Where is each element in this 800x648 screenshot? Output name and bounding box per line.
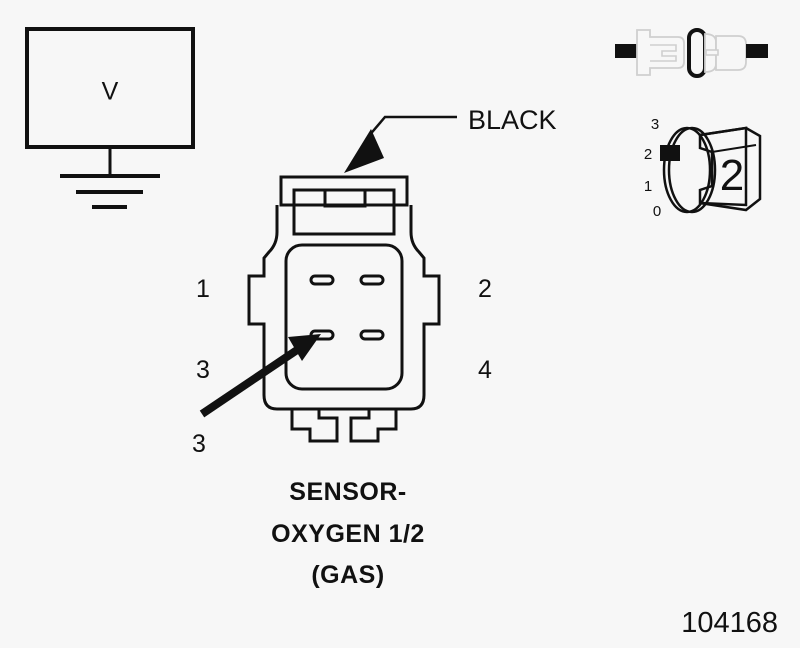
right-wing-notch: [424, 274, 441, 326]
pin-label-2: 2: [478, 275, 492, 303]
probe-callout-label: 3: [192, 430, 206, 458]
right-connector-slot: [705, 49, 719, 56]
voltmeter-symbol: V: [25, 27, 195, 209]
size-block-notch-top: [699, 144, 757, 154]
connector-size-indicator: 3 2 1 0 2: [644, 116, 762, 220]
connector-housing-outline: [247, 205, 441, 411]
probe-callout-arrow: 3: [192, 334, 321, 458]
right-terminal-stub: [746, 44, 768, 58]
size-block-notch-bottom: [699, 185, 713, 191]
right-connector-half: [715, 35, 747, 71]
size-scale-marker: [660, 145, 680, 161]
pin-label-4: 4: [478, 356, 492, 384]
bottom-foot-right: [349, 409, 398, 443]
title-line-2: OXYGEN 1/2: [271, 520, 425, 548]
pin-number-labels: 1 2 3 4: [196, 275, 492, 384]
black-callout-arrowhead: [344, 129, 384, 173]
black-wire-callout: BLACK: [344, 105, 557, 173]
scale-label-2: 2: [644, 146, 652, 163]
cavity-1: [309, 274, 335, 286]
size-block-edge: [699, 126, 748, 207]
left-wing-notch: [247, 274, 264, 326]
scale-label-0: 0: [653, 203, 661, 220]
size-ring-inner: [667, 126, 717, 214]
latch-inner-box: [292, 188, 396, 236]
left-terminal-stub: [615, 44, 637, 58]
connector-seal-ring: [687, 28, 707, 78]
title-line-1: SENSOR-: [289, 478, 406, 506]
connector-face-view: [247, 175, 441, 443]
latch-tab: [323, 188, 367, 208]
probe-arrow-head: [288, 334, 321, 361]
bottom-foot-left: [290, 409, 339, 443]
connector-inner-cavity: [284, 243, 404, 391]
cavity-2: [359, 274, 385, 286]
scale-label-1: 1: [644, 178, 652, 195]
black-wire-label: BLACK: [468, 105, 557, 135]
size-ring-outer: [662, 126, 712, 214]
connector-title-block: SENSOR- OXYGEN 1/2 (GAS): [271, 478, 425, 589]
title-line-3: (GAS): [311, 561, 384, 589]
size-number-label: 2: [720, 151, 744, 200]
mated-connector-side-view: [615, 28, 768, 78]
black-callout-leader-line: [367, 115, 457, 138]
pin-label-3: 3: [196, 356, 210, 384]
scale-label-3: 3: [651, 116, 659, 133]
probe-arrow-shaft: [199, 344, 303, 418]
cavity-4: [359, 329, 385, 341]
left-connector-key-detail: [650, 44, 677, 62]
voltmeter-label: V: [102, 78, 119, 106]
reference-code: 104168: [681, 607, 778, 639]
pin-label-1: 1: [196, 275, 210, 303]
